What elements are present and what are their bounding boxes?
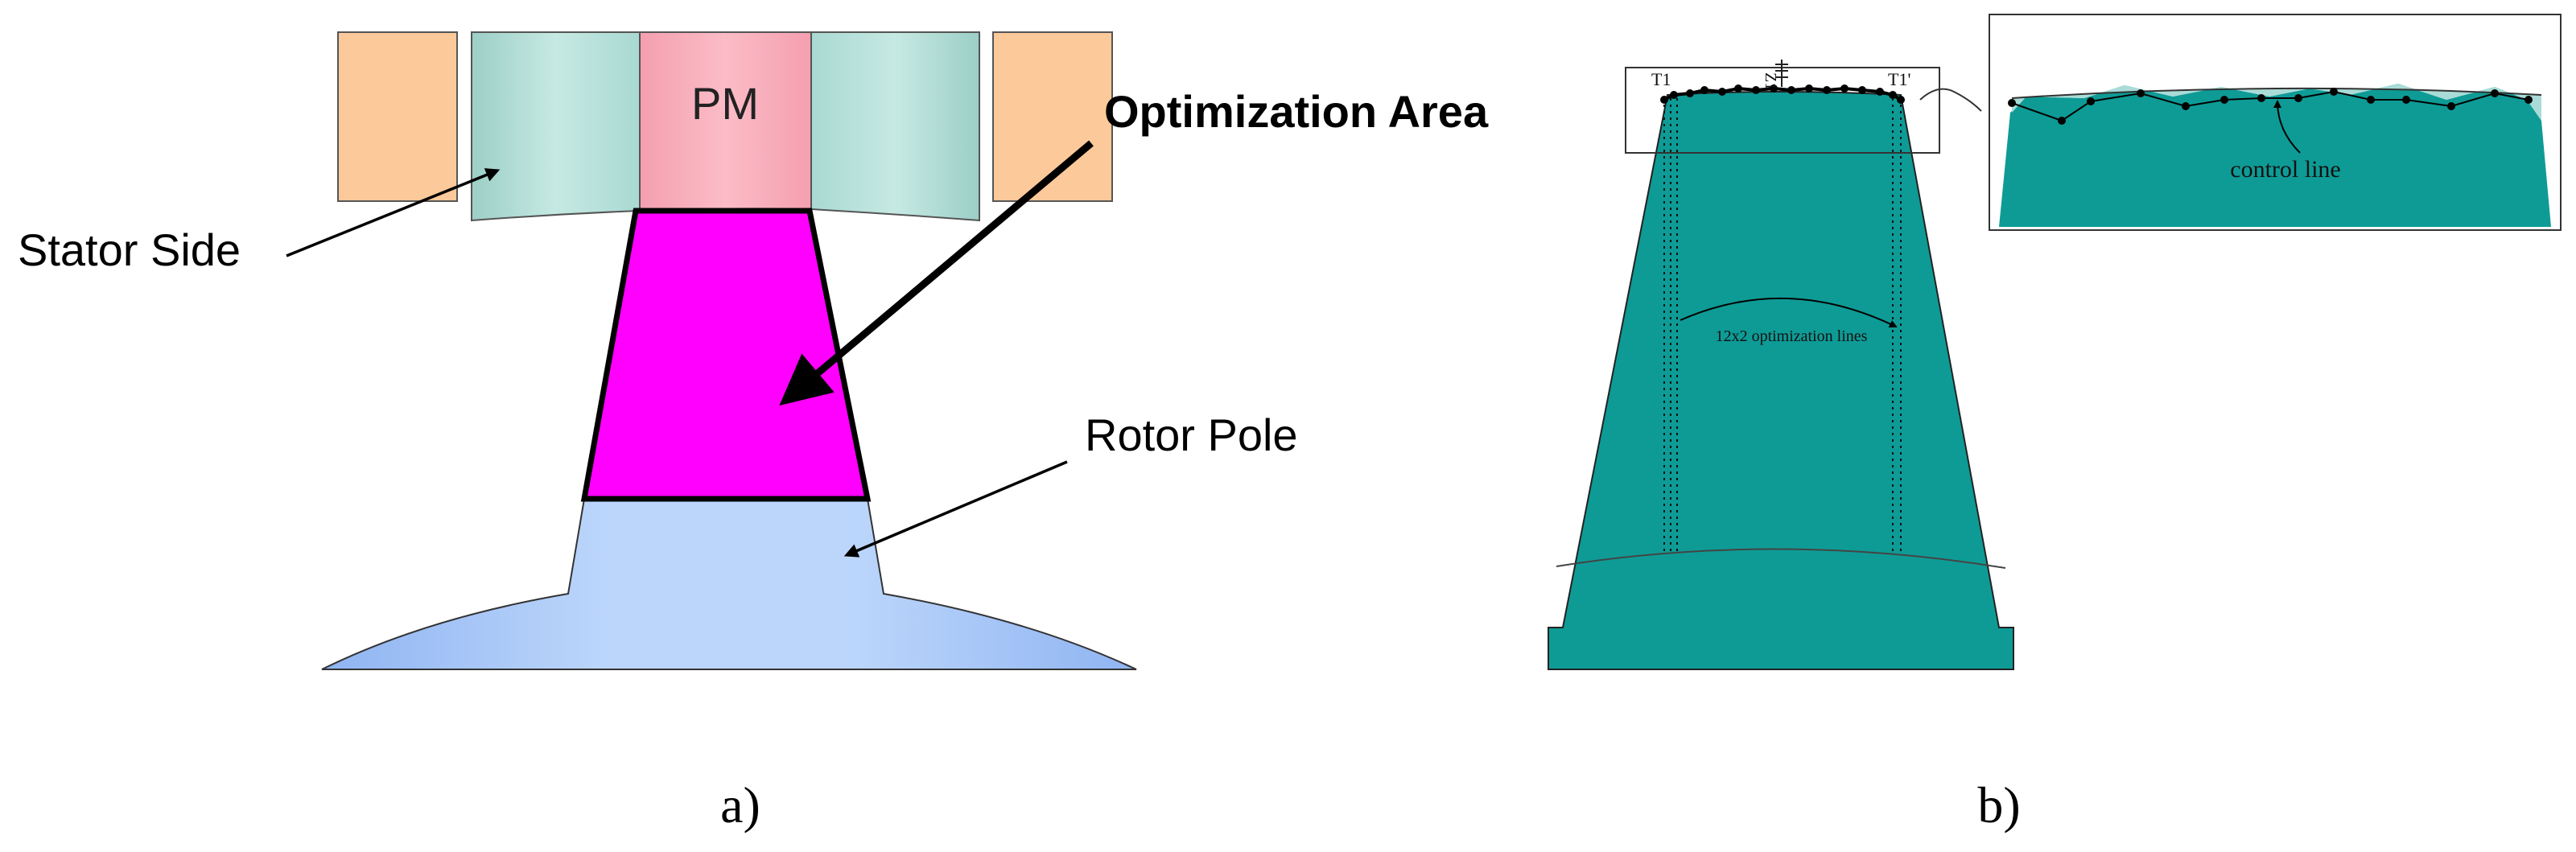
- marker-center: Z1: [1762, 72, 1779, 90]
- control-point: [1840, 84, 1849, 93]
- control-point: [2524, 96, 2533, 104]
- inset-connector: [1919, 88, 1982, 112]
- rotor-pole: [321, 498, 1137, 670]
- control-point: [2257, 94, 2265, 102]
- marker-right: T1': [1888, 69, 1910, 89]
- control-point: [1858, 86, 1866, 94]
- top-control-points: [1660, 84, 1905, 104]
- stator-teal-right: [810, 31, 980, 222]
- optimization-area-arrow: [779, 140, 1094, 406]
- control-point: [1770, 84, 1778, 93]
- panel-a: PM Optimization Area Stator Side Rotor P…: [18, 31, 1489, 833]
- control-point: [2402, 96, 2410, 104]
- inset-pole: [1999, 84, 2551, 227]
- optimization-lines: [1663, 98, 1902, 555]
- control-point: [1752, 86, 1760, 94]
- pm-label: PM: [691, 78, 759, 129]
- control-point: [1805, 84, 1813, 93]
- opt-lines-label: 12x2 optimization lines: [1716, 327, 1868, 345]
- inset-control-line: [2011, 90, 2529, 122]
- control-point: [2220, 96, 2228, 104]
- control-point: [1686, 89, 1694, 97]
- rotor-pole-arrow: [843, 460, 1068, 558]
- stator-teal-left: [471, 31, 641, 222]
- panel-a-label: a): [720, 776, 760, 833]
- base-arc: [1556, 548, 2006, 569]
- control-point: [1660, 96, 1668, 104]
- rotor-pole-label: Rotor Pole: [1085, 410, 1298, 460]
- optimization-area: [580, 208, 872, 502]
- control-point: [1670, 91, 1678, 99]
- control-point: [1787, 86, 1795, 94]
- control-point: [2008, 99, 2016, 107]
- control-point: [1876, 88, 1884, 96]
- control-line-arrow: [2273, 100, 2301, 154]
- stator-side-label: Stator Side: [18, 224, 241, 275]
- panel-b: Z1 T1 T1' 12x2 optimization lines: [1548, 14, 2562, 833]
- inset-light-band: [2012, 84, 2541, 121]
- control-point: [2367, 96, 2375, 104]
- control-point: [2447, 102, 2455, 110]
- control-point: [1700, 86, 1708, 94]
- panel-b-label: b): [1977, 776, 2020, 833]
- control-point: [2087, 97, 2095, 105]
- control-line-label: control line: [2230, 156, 2340, 183]
- control-point: [1734, 84, 1742, 93]
- control-point: [2058, 117, 2066, 125]
- marker-left: T1: [1651, 69, 1671, 89]
- inset-control-points: [2008, 88, 2533, 125]
- control-point: [1889, 91, 1897, 99]
- stator-side-arrow: [286, 168, 501, 257]
- control-point: [2330, 88, 2338, 96]
- stator-orange-left: [337, 31, 458, 202]
- optimization-area-label: Optimization Area: [1104, 86, 1489, 137]
- top-control-curve: [1663, 86, 1902, 101]
- control-point: [1823, 86, 1831, 94]
- pole-body: [1548, 91, 2014, 670]
- inset-upper-curve: [2011, 87, 2542, 99]
- control-point: [1897, 96, 1905, 104]
- control-point: [1718, 88, 1726, 96]
- control-point: [2294, 94, 2302, 102]
- control-point: [2182, 102, 2190, 110]
- control-point: [2137, 89, 2145, 97]
- control-point: [2491, 89, 2499, 97]
- opt-lines-arrow: [1680, 297, 1898, 328]
